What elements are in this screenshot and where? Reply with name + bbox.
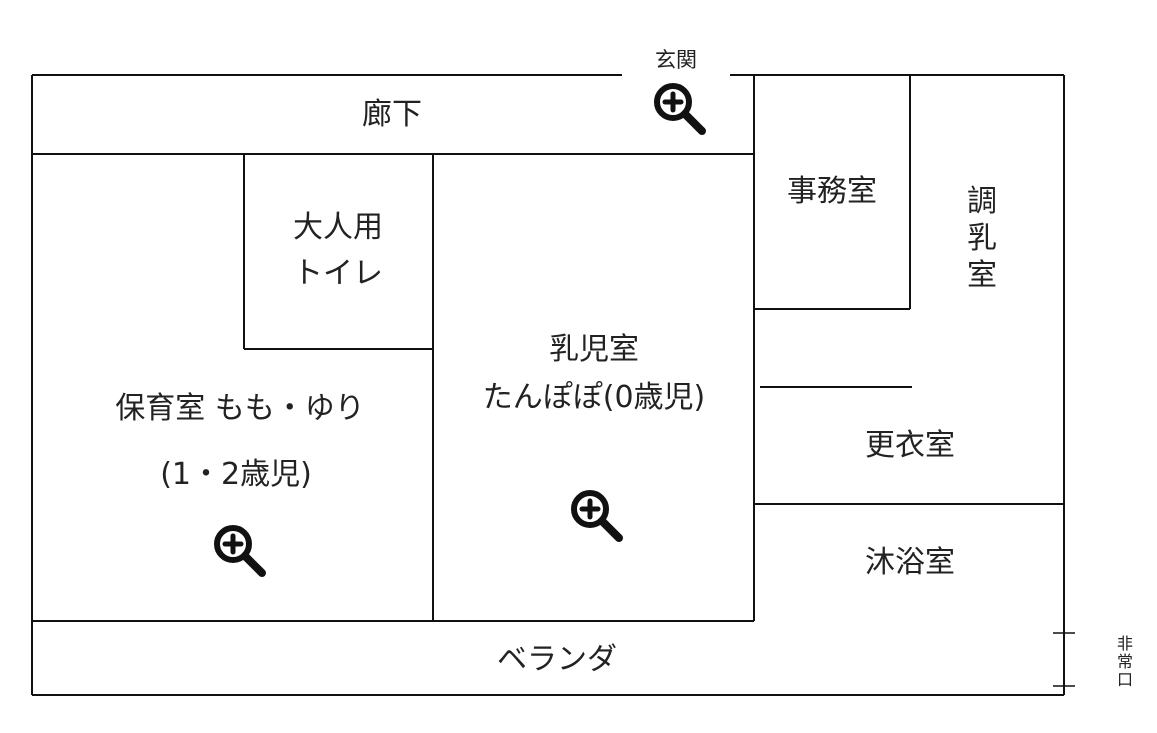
zoom-in-entrance-icon[interactable]: [657, 86, 702, 131]
nursery-label-line1: 保育室 もも・ゆり: [115, 391, 365, 426]
emergency-exit-label-char2: 常: [1117, 652, 1133, 671]
veranda-label: ベランダ: [497, 642, 617, 677]
walls: [31, 74, 1075, 696]
nursery-label-line2: (1・2歳児): [160, 457, 312, 492]
hallway-label: 廊下: [362, 97, 422, 132]
zoom-in-nursery-icon[interactable]: [217, 528, 262, 573]
infant-room-label-line1: 乳児室: [549, 332, 639, 367]
emergency-exit-label-char3: 口: [1117, 670, 1133, 689]
entrance-label: 玄関: [655, 48, 697, 72]
adult-toilet-label-line2: トイレ: [293, 256, 383, 291]
infant-room-label-line2: たんぽぽ(0歳児): [483, 380, 706, 415]
zoom-in-infant-room-icon[interactable]: [574, 493, 619, 538]
office-label: 事務室: [787, 174, 877, 209]
changing-room-label: 更衣室: [865, 428, 955, 463]
milk-prep-label-char1: 調: [967, 184, 997, 219]
adult-toilet-label-line1: 大人用: [293, 210, 383, 245]
milk-prep-label-char3: 室: [967, 258, 997, 293]
bath-room-label: 沐浴室: [865, 545, 955, 580]
milk-prep-label-char2: 乳: [967, 221, 997, 256]
emergency-exit-label-char1: 非: [1117, 634, 1133, 653]
